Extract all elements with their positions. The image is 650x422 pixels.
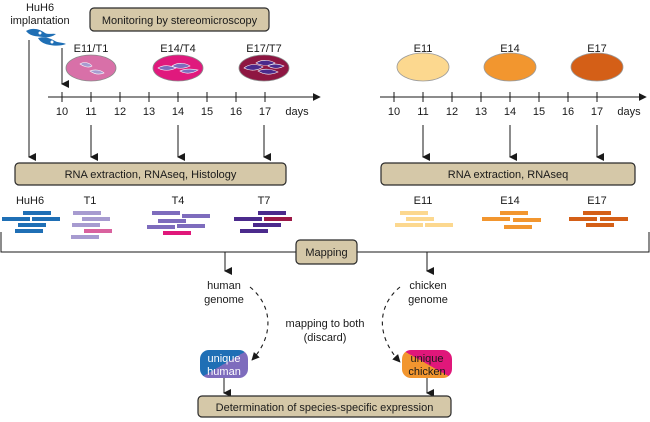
axis-tick-label: 16 xyxy=(562,106,574,118)
axis-tick-label: 11 xyxy=(85,106,96,118)
axis-tick-label: 14 xyxy=(172,106,184,118)
read-bar-huh6 xyxy=(15,229,43,233)
human-genome-label: genome xyxy=(204,294,244,306)
sample-label: T1 xyxy=(84,195,97,207)
egg-e17 xyxy=(570,52,624,82)
mapping-box xyxy=(295,239,358,265)
mapping-box-label: Mapping xyxy=(305,247,347,259)
timepoint-label: E17/T7 xyxy=(246,43,281,55)
read-bar-t7 xyxy=(253,223,281,227)
read-bar-e11 xyxy=(406,217,434,221)
read-bar-t1 xyxy=(82,217,110,221)
timepoint-label: E14/T4 xyxy=(160,43,195,55)
read-bar-t7 xyxy=(258,211,286,215)
egg-e14 xyxy=(483,52,537,82)
read-bar-e14 xyxy=(513,218,541,222)
sample-label: E14 xyxy=(500,195,520,207)
axis-tick-label: 10 xyxy=(56,106,68,118)
read-bar-e11 xyxy=(395,223,423,227)
axis-tick-label: 13 xyxy=(475,106,487,118)
axis-tick-label: 16 xyxy=(230,106,242,118)
read-bar-t7 xyxy=(240,229,268,233)
unique-chicken-pill xyxy=(402,350,452,378)
axis-tick-label: 10 xyxy=(388,106,400,118)
axis-tick-label: 12 xyxy=(446,106,458,118)
read-bar-e14 xyxy=(504,225,532,229)
unique-human-label: unique xyxy=(207,353,240,365)
read-bar-huh6 xyxy=(23,211,51,215)
right-process-box-label: RNA extraction, RNAseq xyxy=(448,169,568,181)
read-bar-t4 xyxy=(182,214,210,218)
implantation-label: implantation xyxy=(10,15,69,27)
human-genome-label: human xyxy=(207,280,241,292)
unique-chicken-label: chicken xyxy=(408,366,445,378)
read-bar-t4 xyxy=(163,231,191,235)
mapping-both-label: (discard) xyxy=(304,332,347,344)
read-bar-t7 xyxy=(234,217,262,221)
timepoint-label: E17 xyxy=(587,43,607,55)
read-bar-t1 xyxy=(73,211,101,215)
final-box xyxy=(197,395,452,418)
unique-human-label: human xyxy=(207,366,241,378)
read-bar-t7 xyxy=(264,217,292,221)
axis-tick-label: 13 xyxy=(143,106,155,118)
monitoring-box-label: Monitoring by stereomicroscopy xyxy=(102,15,258,27)
left-process-box xyxy=(14,162,287,186)
chicken-dashed-arrow xyxy=(381,286,401,363)
read-bar-t4 xyxy=(152,211,180,215)
timepoint-label: E11 xyxy=(414,43,433,55)
left-process-box-label: RNA extraction, RNAseq, Histology xyxy=(65,169,237,181)
right-process-box xyxy=(380,162,636,186)
read-bar-e17 xyxy=(583,211,611,215)
axis-tick-label: 17 xyxy=(259,106,271,118)
sample-label: E11 xyxy=(414,195,433,207)
read-bar-e17 xyxy=(586,223,614,227)
sample-label: T4 xyxy=(172,195,185,207)
timepoint-label: E14 xyxy=(500,43,520,55)
read-bar-t4 xyxy=(177,224,205,228)
read-bar-huh6 xyxy=(18,223,46,227)
read-bar-e14 xyxy=(500,211,528,215)
read-bar-t1 xyxy=(71,235,99,239)
read-bar-e11 xyxy=(425,223,453,227)
sample-label: E17 xyxy=(587,195,607,207)
timepoint-label: E11/T1 xyxy=(74,43,109,55)
mapping-both-label: mapping to both xyxy=(286,318,365,330)
axis-tick-label: 17 xyxy=(591,106,603,118)
read-bar-t1 xyxy=(72,223,100,227)
unique-chicken-label: unique xyxy=(410,353,443,365)
monitoring-box xyxy=(89,7,270,32)
unique-human-pill xyxy=(200,350,248,378)
read-bar-t4 xyxy=(158,219,186,223)
read-bar-e11 xyxy=(400,211,428,215)
read-bar-t4 xyxy=(147,225,175,229)
egg-e11 xyxy=(396,52,450,82)
read-bar-t1 xyxy=(84,229,112,233)
read-bar-huh6 xyxy=(2,217,30,221)
chicken-genome-label: genome xyxy=(408,294,448,306)
sample-label: T7 xyxy=(258,195,271,207)
human-dashed-arrow xyxy=(249,286,269,361)
axis-tick-label: 15 xyxy=(533,106,545,118)
axis-tick-label: 15 xyxy=(201,106,213,118)
sample-label: HuH6 xyxy=(16,195,44,207)
chicken-genome-label: chicken xyxy=(409,280,446,292)
read-bar-huh6 xyxy=(32,217,60,221)
final-box-label: Determination of species-specific expres… xyxy=(216,402,434,414)
read-bar-e14 xyxy=(482,217,510,221)
huh6-cells-icon xyxy=(26,28,66,46)
implantation-label: HuH6 xyxy=(26,2,54,14)
axis-unit-label: days xyxy=(617,106,641,118)
read-bar-e17 xyxy=(569,217,597,221)
read-bar-e17 xyxy=(600,217,628,221)
egg-t4 xyxy=(152,54,204,82)
axis-tick-label: 11 xyxy=(417,106,428,118)
axis-unit-label: days xyxy=(285,106,309,118)
egg-t7 xyxy=(238,54,290,82)
egg-t1 xyxy=(65,54,117,82)
axis-tick-label: 12 xyxy=(114,106,126,118)
axis-tick-label: 14 xyxy=(504,106,516,118)
